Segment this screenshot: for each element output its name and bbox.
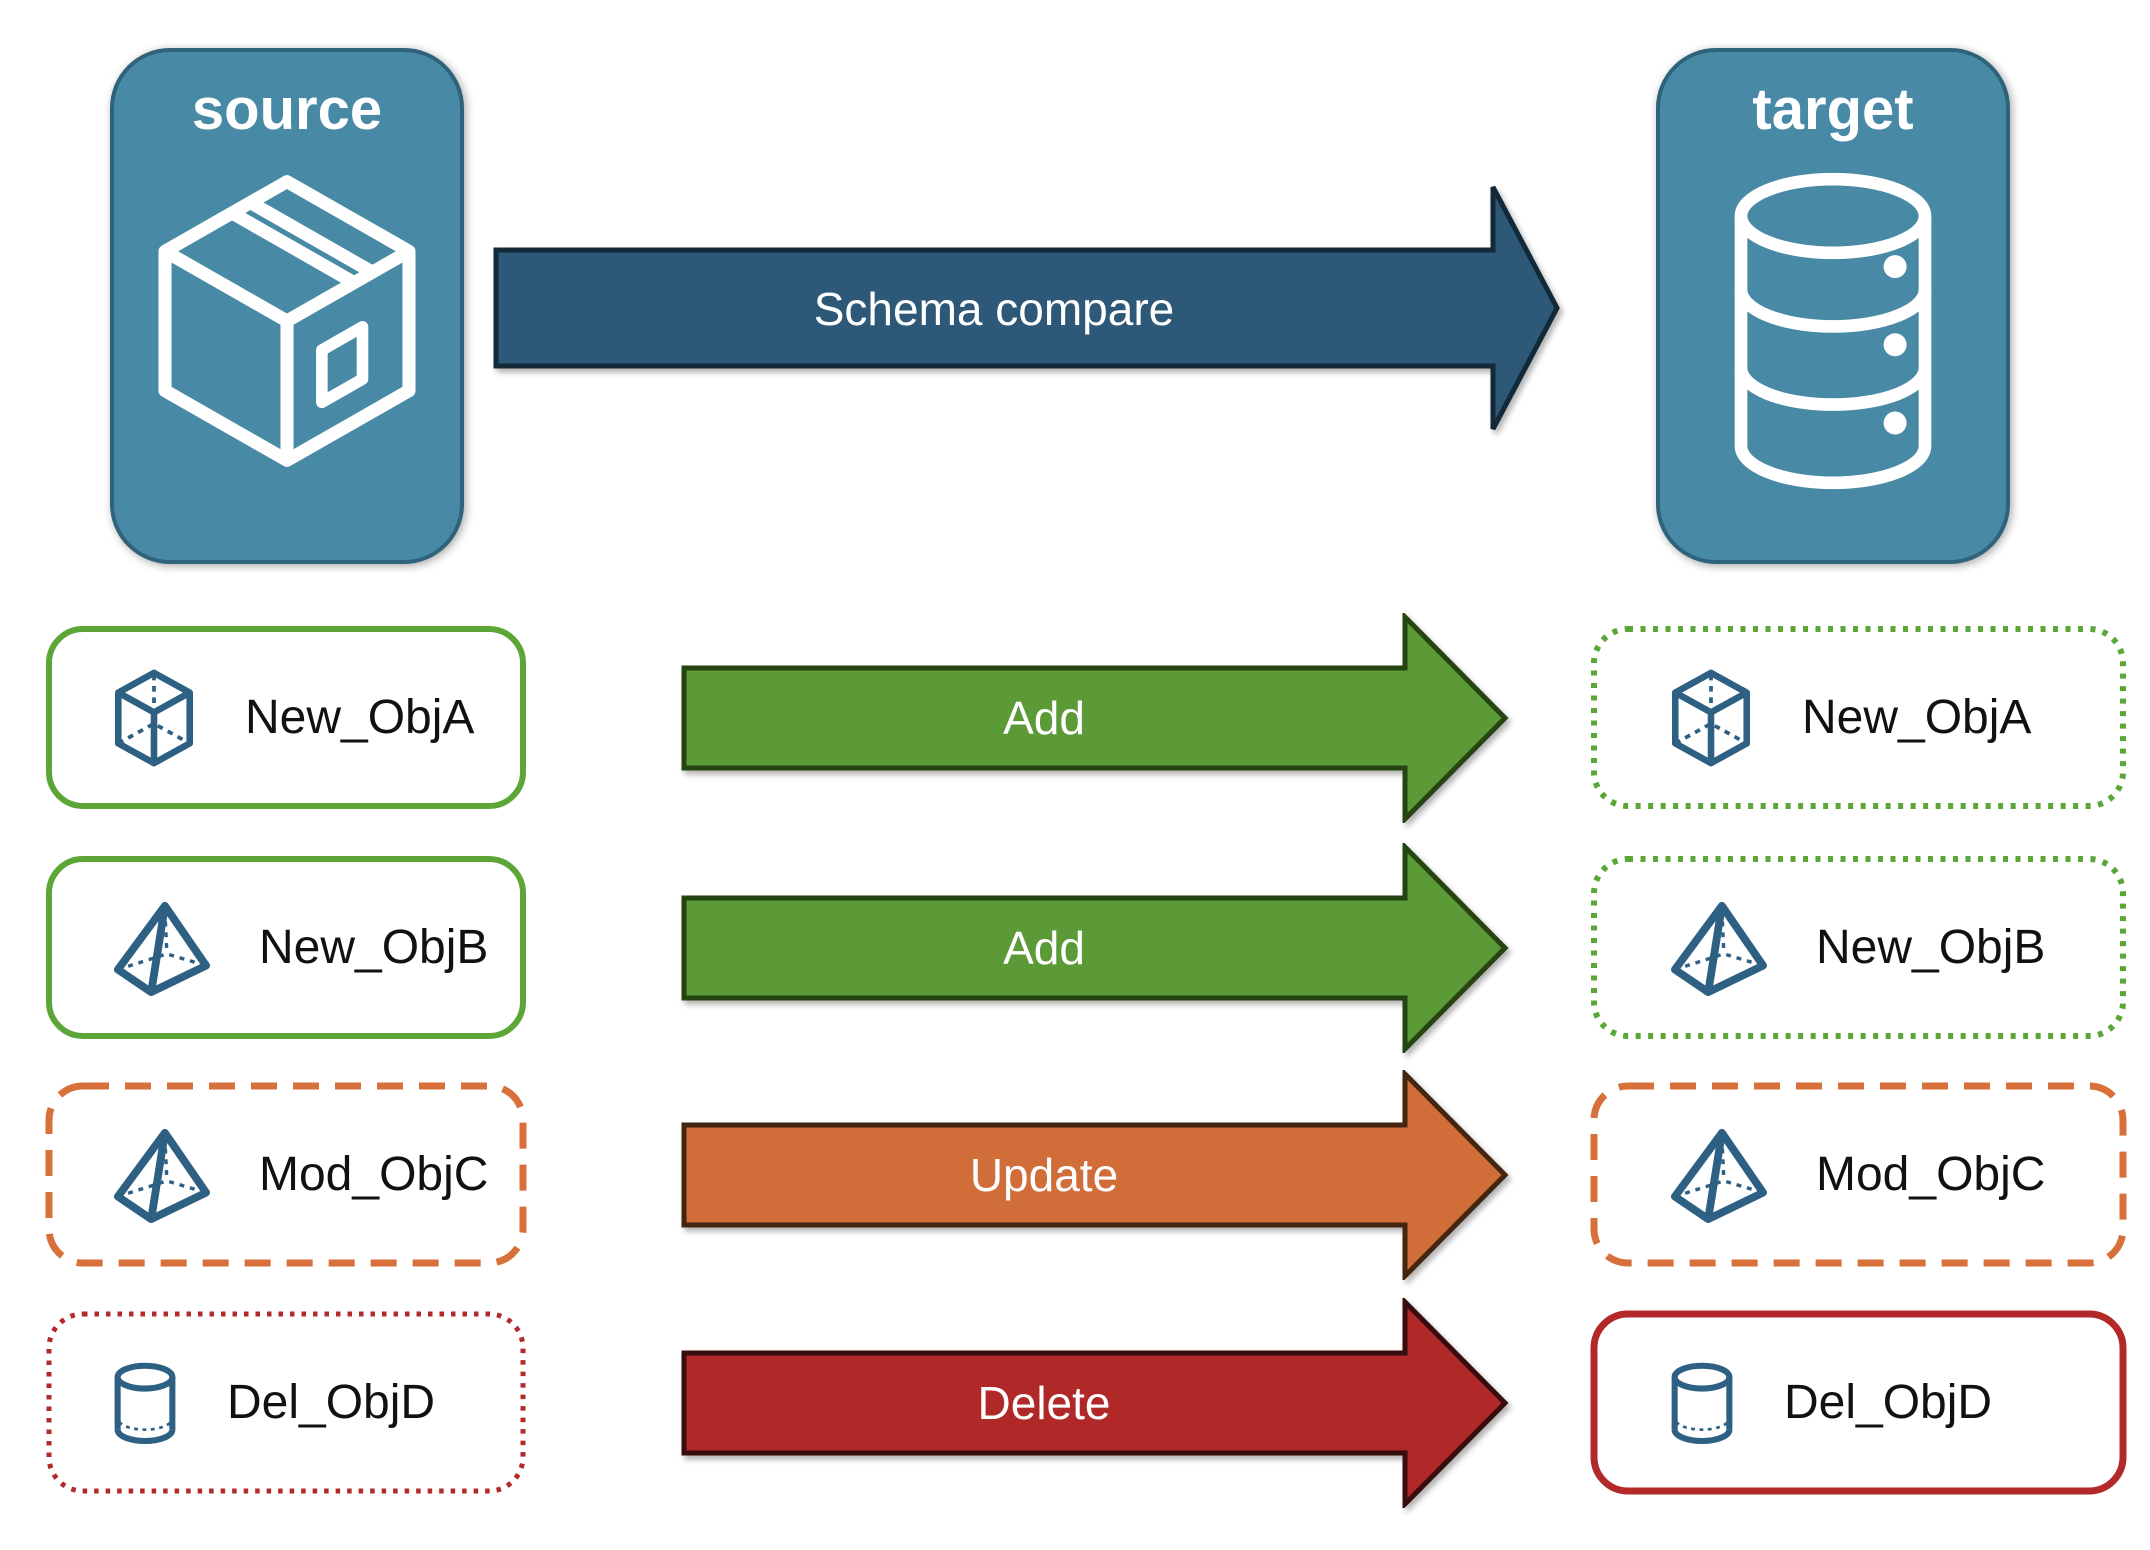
object-box-border <box>46 626 526 809</box>
cylinder-icon <box>1664 1354 1740 1452</box>
source-object-new-objb: New_ObjB <box>45 855 527 1040</box>
schema-compare-arrow <box>493 185 1560 431</box>
package-icon <box>141 170 433 472</box>
object-label: Del_ObjD <box>1784 1376 1993 1429</box>
object-box-border <box>1590 1310 2127 1495</box>
target-node-label: target <box>1752 77 1914 142</box>
source-node-label: source <box>191 77 383 142</box>
add-arrow-row2 <box>681 843 1509 1053</box>
object-box-border <box>1591 626 2126 809</box>
target-object-new-obja: New_ObjA <box>1590 625 2127 810</box>
source-object-del-objd: Del_ObjD <box>45 1310 527 1495</box>
target-object-del-objd: Del_ObjD <box>1590 1310 2127 1495</box>
cube-icon <box>1664 667 1758 769</box>
object-label: Mod_ObjC <box>259 1148 489 1201</box>
cylinder-icon <box>107 1354 183 1452</box>
add-arrow-label-row1: Add <box>1003 692 1085 744</box>
pyramid-icon <box>107 899 215 997</box>
database-icon <box>1718 170 1948 492</box>
pyramid-icon <box>107 1126 215 1224</box>
object-label: New_ObjB <box>259 921 489 974</box>
source-node: source <box>110 48 464 564</box>
target-node: target <box>1656 48 2010 564</box>
object-box-border <box>1591 856 2126 1039</box>
object-label: New_ObjA <box>245 691 475 744</box>
target-object-new-objb: New_ObjB <box>1590 855 2127 1040</box>
add-arrow-label-row2: Add <box>1003 922 1085 974</box>
object-label: New_ObjB <box>1816 921 2046 974</box>
object-label: Mod_ObjC <box>1816 1148 2046 1201</box>
object-label: Del_ObjD <box>227 1376 436 1429</box>
source-object-new-obja: New_ObjA <box>45 625 527 810</box>
add-arrow-row1 <box>681 613 1509 823</box>
object-box-border <box>46 1311 526 1494</box>
object-box-border <box>1590 1082 2127 1267</box>
source-object-mod-objc: Mod_ObjC <box>45 1082 527 1267</box>
object-label: New_ObjA <box>1802 691 2032 744</box>
pyramid-icon <box>1664 899 1772 997</box>
delete-arrow-row4 <box>681 1298 1509 1508</box>
schema-compare-label: Schema compare <box>813 283 1175 335</box>
update-arrow-label-row3: Update <box>969 1149 1119 1201</box>
target-object-mod-objc: Mod_ObjC <box>1590 1082 2127 1267</box>
update-arrow-row3 <box>681 1070 1509 1280</box>
delete-arrow-label-row4: Delete <box>977 1377 1111 1429</box>
pyramid-icon <box>1664 1126 1772 1224</box>
cube-icon <box>107 667 201 769</box>
